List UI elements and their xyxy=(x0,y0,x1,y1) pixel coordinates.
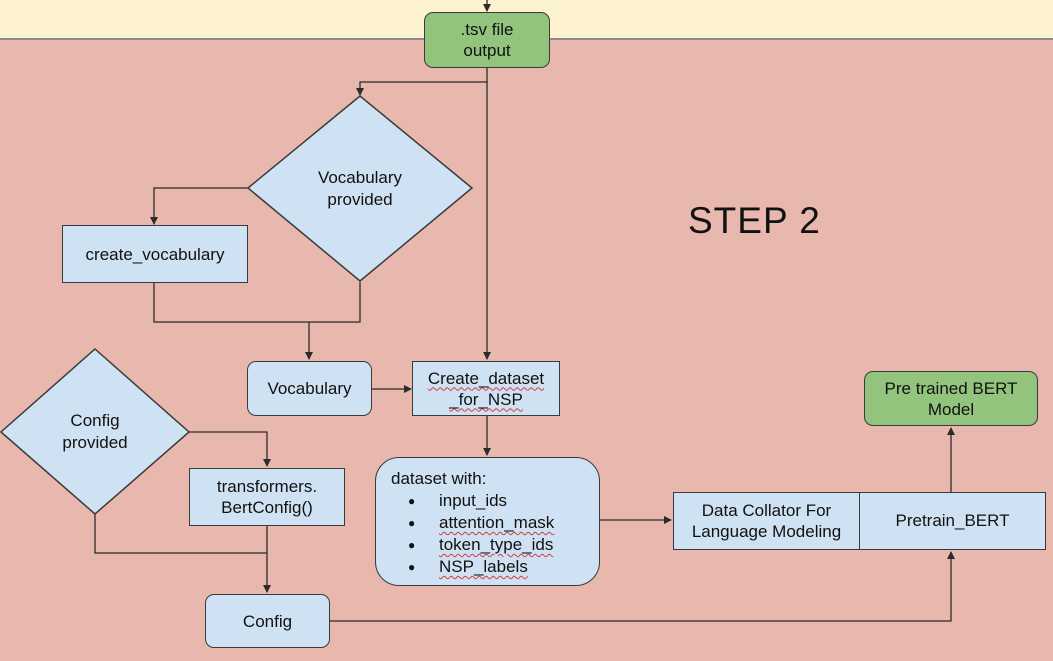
vocabulary-provided-label: Vocabulary provided xyxy=(290,165,430,213)
step-title: STEP 2 xyxy=(688,200,821,241)
bert-config-node: transformers. BertConfig() xyxy=(189,468,345,526)
dataset-field-item: NSP_labels xyxy=(391,556,599,578)
create-vocabulary-node: create_vocabulary xyxy=(62,225,248,283)
dataset-field-item: input_ids xyxy=(391,490,599,512)
pretrain-bert-node: Pretrain_BERT xyxy=(860,493,1045,549)
vocabulary-provided-line1: Vocabulary xyxy=(317,168,403,187)
tsv-output-line1: .tsv file xyxy=(460,20,514,39)
dataset-field-label: NSP_labels xyxy=(439,557,528,576)
edge-config-decision-to-bertconfig xyxy=(188,431,271,467)
tsv-output-line2: output xyxy=(463,41,511,60)
vocabulary-provided-line2: provided xyxy=(327,190,393,209)
create-vocabulary-label: create_vocabulary xyxy=(85,244,225,264)
config-node: Config xyxy=(205,594,330,648)
data-collator-text: Data Collator For Language Modeling xyxy=(692,500,841,542)
config-provided-line2: provided xyxy=(62,433,128,452)
create-dataset-line2: _for_NSP xyxy=(449,389,523,409)
config-label: Config xyxy=(242,611,293,631)
vocabulary-label: Vocabulary xyxy=(267,379,352,398)
collator-pretrain-node: Data Collator For Language Modeling Pret… xyxy=(673,492,1046,550)
tsv-output-node: .tsv file output xyxy=(424,12,550,68)
edge-vocab-decision-merge xyxy=(153,282,361,323)
data-collator-line1: Data Collator For xyxy=(701,501,832,520)
dataset-field-item: attention_mask xyxy=(391,512,599,534)
bert-config-line2: BertConfig() xyxy=(221,498,313,517)
data-collator-line2: Language Modeling xyxy=(691,522,842,541)
pretrained-model-line2: Model xyxy=(927,399,975,419)
bert-config-line1: transformers. xyxy=(216,477,318,496)
config-provided-line1: Config xyxy=(70,411,120,430)
dataset-field-label: input_ids xyxy=(439,491,508,510)
edge-config-decision-to-config xyxy=(94,513,267,554)
dataset-field-list: input_ids attention_mask token_type_ids … xyxy=(391,490,599,578)
config-provided-diamond xyxy=(0,347,191,515)
dataset-title: dataset with: xyxy=(391,469,487,488)
dataset-node: dataset with: input_ids attention_mask t… xyxy=(375,457,600,586)
edge-tsv-to-vocab-decision xyxy=(356,68,488,96)
pretrain-bert-label: Pretrain_BERT xyxy=(895,511,1010,530)
dataset-field-item: token_type_ids xyxy=(391,534,599,556)
pretrained-model-node: Pre trained BERT Model xyxy=(864,371,1038,426)
edge-config-to-pretrain xyxy=(330,551,955,622)
vocabulary-node: Vocabulary xyxy=(247,361,372,416)
dataset-field-label: token_type_ids xyxy=(439,535,554,554)
vocabulary-provided-diamond xyxy=(246,95,474,282)
dataset-field-label: attention_mask xyxy=(439,513,555,532)
data-collator-node: Data Collator For Language Modeling xyxy=(674,493,860,549)
config-provided-label: Config provided xyxy=(35,408,155,456)
edge-vocab-decision-to-create-vocab xyxy=(150,187,248,225)
create-dataset-line1: Create_dataset xyxy=(427,368,545,388)
pretrained-model-line1: Pre trained BERT xyxy=(884,378,1018,398)
create-dataset-node: Create_dataset _for_NSP xyxy=(412,361,560,416)
